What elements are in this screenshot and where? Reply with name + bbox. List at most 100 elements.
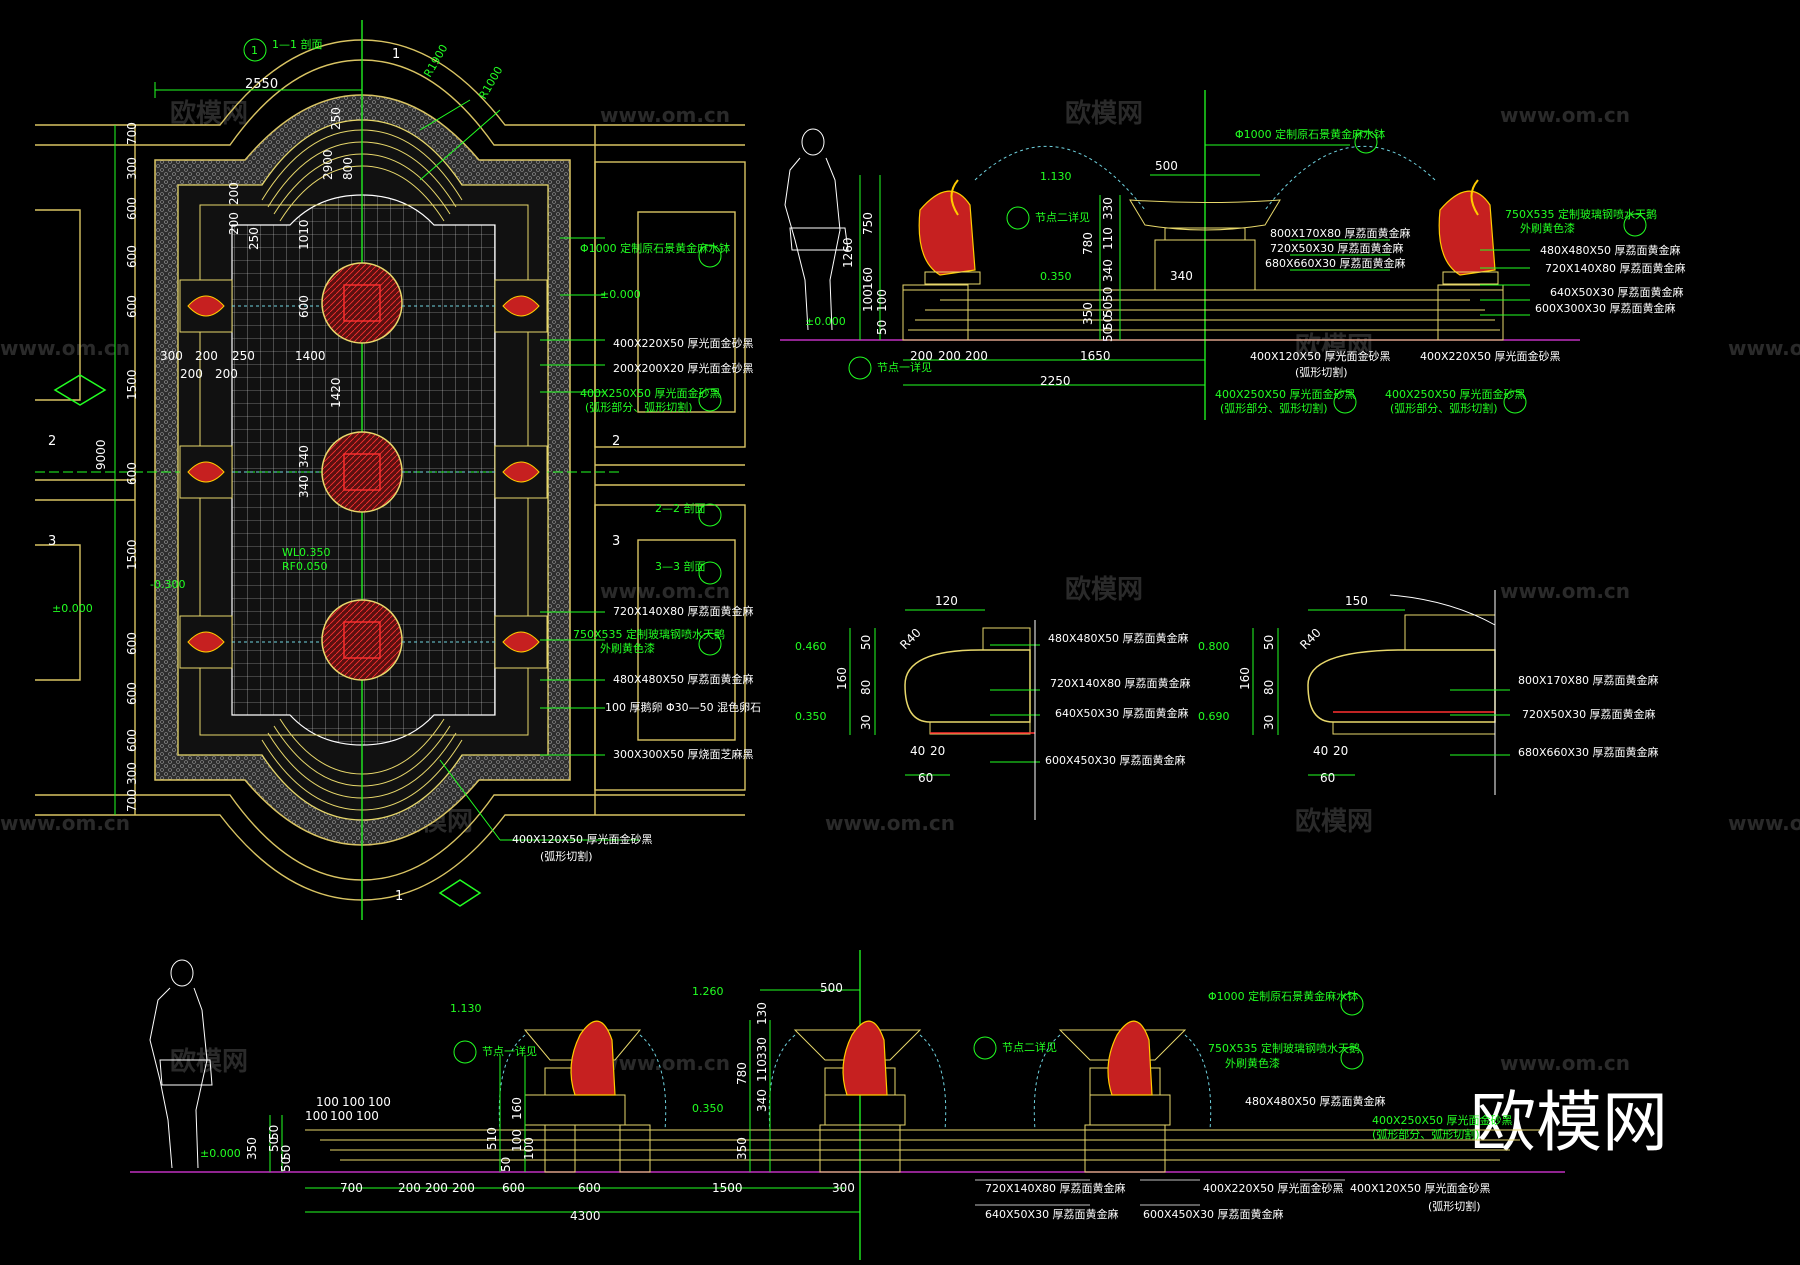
swan-plan-icon xyxy=(179,279,233,333)
material-callout: 750X535 定制玻璃钢喷水天鹅 xyxy=(573,627,725,641)
material-callout: 480X480X50 厚荔面黄金麻 xyxy=(613,672,754,686)
section-marker-number: 2 xyxy=(48,434,56,449)
person-figure-icon xyxy=(784,128,849,331)
dim-value: 1500 xyxy=(125,369,139,400)
dim-value: 50 xyxy=(859,635,873,650)
material-callout: 720X140X80 厚荔面黄金麻 xyxy=(985,1181,1126,1195)
node-circle-icon xyxy=(848,356,872,380)
dim-value: 300 xyxy=(160,349,183,363)
material-callout: 400X220X50 厚光面金砂黑 xyxy=(613,336,754,350)
material-callout: 680X660X30 厚荔面黄金麻 xyxy=(1265,256,1406,270)
material-callout: 750X535 定制玻璃钢喷水天鹅 xyxy=(1505,207,1657,221)
radius-label: R1000 xyxy=(476,64,505,101)
swan-plan-icon xyxy=(494,615,548,669)
dim-value: 340 xyxy=(297,475,311,498)
dim-value: 330 xyxy=(755,1037,769,1060)
material-callout: 400X120X50 厚光面金砂黑 xyxy=(1350,1181,1491,1195)
dim-value: 250 xyxy=(232,349,255,363)
material-callout: 480X480X50 厚荔面黄金麻 xyxy=(1540,243,1681,257)
dim-value: 800 xyxy=(341,157,355,180)
material-callout: (弧形部分、弧形切割) xyxy=(585,400,693,414)
elevation-label: 0.460 xyxy=(795,640,827,653)
dim-value: 30 xyxy=(1262,715,1276,730)
dim-value: 350 xyxy=(245,1137,259,1160)
dim-value: 780 xyxy=(1081,232,1095,255)
dim-value: 80 xyxy=(1262,680,1276,695)
elevation-label: ±0.000 xyxy=(200,1147,241,1160)
dim-value: 4300 xyxy=(570,1209,601,1223)
section-marker-number: 3 xyxy=(48,534,56,549)
node-circle-icon xyxy=(453,1040,477,1064)
dim-value: 500 xyxy=(1155,159,1178,173)
dim-value: 50 xyxy=(1101,327,1115,342)
material-callout: (弧形部分、弧形切割) xyxy=(1372,1127,1480,1141)
elevation-label: RF0.050 xyxy=(282,560,327,573)
dim-value: 600 xyxy=(578,1181,601,1195)
detail-circle-icon xyxy=(698,632,722,656)
dim-value: 20 xyxy=(1333,744,1348,758)
material-callout: 外刷黄色漆 xyxy=(1520,221,1575,235)
material-callout: 600X450X30 厚荔面黄金麻 xyxy=(1045,753,1186,767)
watermark-url: www.om.cn xyxy=(1500,1051,1630,1075)
material-callout: 400X120X50 厚光面金砂黑 xyxy=(1250,349,1391,363)
dim-value: 600 xyxy=(297,295,311,318)
dim-value: 100 xyxy=(368,1095,391,1109)
dim-value: 200 xyxy=(195,349,218,363)
dim-value: 50 xyxy=(1101,315,1115,330)
watermark-brand: 欧模网 xyxy=(1065,98,1143,129)
material-callout: Φ1000 定制原石景黄金麻水钵 xyxy=(580,241,730,255)
dim-value: 50 xyxy=(1262,635,1276,650)
basin-marker xyxy=(321,599,403,681)
dim-value: 750 xyxy=(861,212,875,235)
dim-value: 100 xyxy=(316,1095,339,1109)
swan-elevation-icon xyxy=(1438,179,1499,285)
section-circle-icon xyxy=(698,503,722,527)
watermark-url: www.om.cn xyxy=(1500,579,1630,603)
dim-value: 300 xyxy=(832,1181,855,1195)
dim-value: 200 xyxy=(215,367,238,381)
material-callout: (弧形切割) xyxy=(1295,365,1348,379)
elevation-label: WL0.350 xyxy=(282,546,331,559)
material-callout: (弧形切割) xyxy=(540,849,593,863)
watermark-brand: 欧模网 xyxy=(1065,574,1143,605)
dim-value: 100 xyxy=(330,1109,353,1123)
dim-value: 60 xyxy=(918,771,933,785)
dim-value: 50 xyxy=(279,1157,293,1172)
dim-value: 300 xyxy=(125,157,139,180)
watermark-url: www.om.cn xyxy=(600,103,730,127)
dim-value: 160 xyxy=(861,267,875,290)
material-callout: 400X250X50 厚光面金砂黑 xyxy=(1372,1113,1513,1127)
watermark-url: www.om.cn xyxy=(1728,336,1800,360)
section-circle-icon xyxy=(698,561,722,585)
dim-value: 340 xyxy=(755,1089,769,1112)
dim-value: 300 xyxy=(125,762,139,785)
node-reference: 节点一详见 xyxy=(877,360,932,374)
material-callout: (弧形部分、弧形切割) xyxy=(1220,401,1328,415)
swan-elevation-icon xyxy=(918,179,981,285)
material-callout: 400X220X50 厚光面金砂黑 xyxy=(1420,349,1561,363)
node-reference: 节点一详见 xyxy=(482,1044,537,1058)
dim-value: 330 xyxy=(1101,197,1115,220)
material-callout: 600X300X30 厚荔面黄金麻 xyxy=(1535,301,1676,315)
elevation-label: ±0.000 xyxy=(805,315,846,328)
watermark-brand: 欧模网 xyxy=(170,1046,248,1077)
material-callout: Φ1000 定制原石景黄金麻水钵 xyxy=(1208,989,1358,1003)
dim-value: 60 xyxy=(1320,771,1335,785)
elevation-label: 1.130 xyxy=(450,1002,482,1015)
dim-value: 600 xyxy=(125,682,139,705)
swan-plan-icon xyxy=(494,445,548,499)
dim-value: 700 xyxy=(125,789,139,812)
dim-value: 100 xyxy=(356,1109,379,1123)
dim-value: 50 xyxy=(267,1125,281,1140)
node-reference: 节点二详见 xyxy=(1035,210,1090,224)
dim-value: 1010 xyxy=(297,219,311,250)
dim-value: 600 xyxy=(125,245,139,268)
section-circle-icon xyxy=(243,38,267,62)
dim-value: 40 xyxy=(1313,744,1328,758)
view-arrow-icon xyxy=(438,879,482,907)
dim-value: 200 xyxy=(425,1181,448,1195)
plan-view: 1 1—1 剖面 1 1 2 2 3 3 2—2 剖面 3—3 剖面 2550 … xyxy=(35,20,761,920)
elevation-label: 0.350 xyxy=(1040,270,1072,283)
material-callout: 400X250X50 厚光面金砂黑 xyxy=(1215,387,1356,401)
